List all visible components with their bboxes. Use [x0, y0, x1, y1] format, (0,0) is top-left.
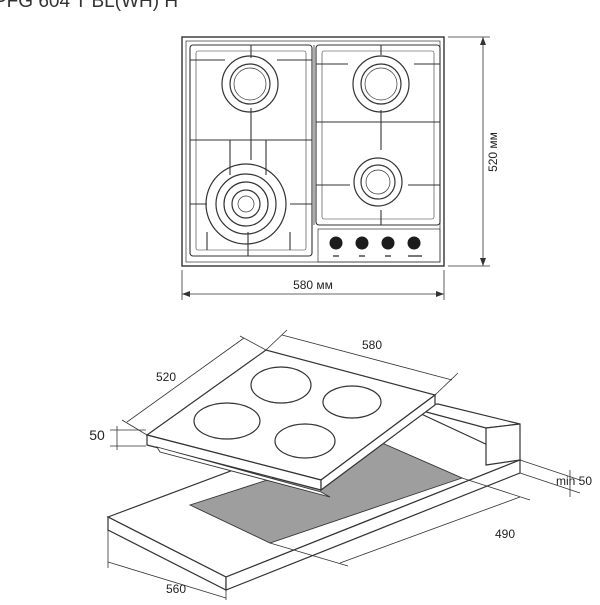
- top-view-dimensions: [181, 36, 490, 300]
- control-knob: [407, 236, 421, 250]
- burner-front-right: [353, 157, 403, 207]
- control-panel: [317, 228, 441, 263]
- top-width-label: 580 мм: [293, 278, 333, 292]
- top-height-label: 520 мм: [486, 132, 500, 172]
- top-view: [181, 36, 445, 267]
- iso-clearance-label: min 50: [556, 474, 592, 488]
- burner-front-left: [205, 163, 287, 245]
- control-knob: [355, 236, 369, 250]
- burner-rear-right: [352, 55, 410, 113]
- support-box-front: [485, 423, 521, 466]
- iso-cutout-depth-label: 490: [495, 527, 515, 541]
- control-knobs: [329, 236, 421, 250]
- hob-glass-front-right: [320, 393, 436, 492]
- cooking-zone: [250, 366, 312, 404]
- iso-depth-label: 520: [156, 370, 176, 384]
- left-pan-support: [189, 44, 313, 257]
- model-title: PFG 604 T BL(WH) H: [0, 0, 179, 12]
- cooking-zone: [274, 423, 336, 459]
- iso-cutout-width-label: 560: [166, 582, 186, 596]
- hob-outline: [181, 36, 445, 267]
- iso-dimensions: [107, 329, 581, 600]
- hob-body: [156, 446, 331, 498]
- burner-rear-left: [221, 55, 279, 113]
- control-knob: [381, 236, 395, 250]
- iso-view: [106, 349, 522, 591]
- right-pan-support: [313, 44, 441, 226]
- iso-width-label: 580: [362, 338, 382, 352]
- cooking-zone: [193, 402, 261, 440]
- iso-thickness-label: 50: [89, 427, 105, 443]
- control-knob: [329, 236, 343, 250]
- cooking-zone: [322, 385, 382, 419]
